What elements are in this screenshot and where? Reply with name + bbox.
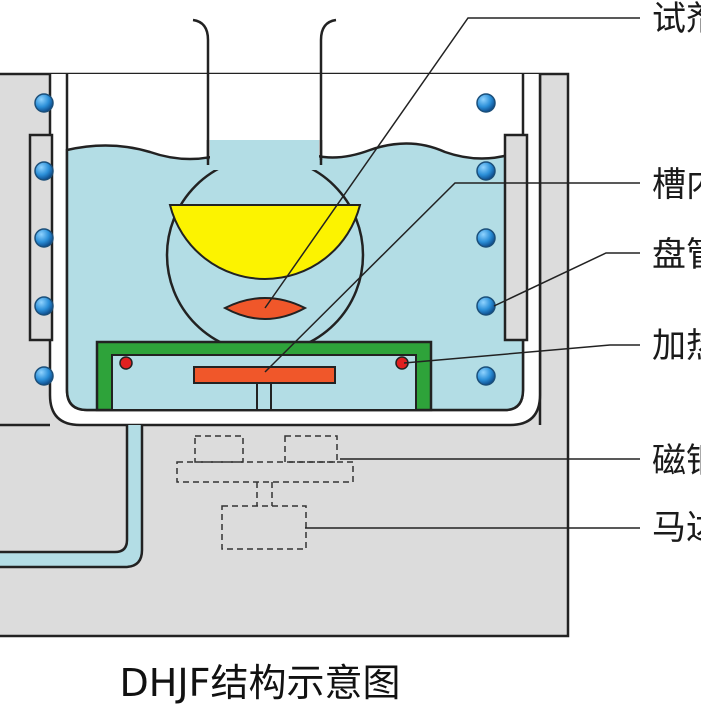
flask-liquid [168,204,362,280]
leader-lines [264,17,640,529]
label-tank: 槽内 [652,165,701,205]
label-motor: 马达 [652,508,701,548]
stir-shaft [256,383,272,410]
diagram-caption: DHJF结构示意图 [119,661,401,705]
coil-left [34,93,54,386]
coil-right [476,93,496,386]
sample-lens [222,297,308,320]
flask-neck-left [192,18,210,160]
heater-element [193,366,336,384]
label-magnet: 磁钢 [652,441,701,481]
label-sample: 试剂 [652,0,701,39]
label-coil: 盘管 [652,235,701,275]
magnet-assembly [176,435,354,506]
label-heater: 加热 [652,326,701,366]
flask-neck-right [319,18,337,160]
coil-frame-right [503,133,529,342]
sensor-left [119,356,133,370]
drain-pipe [0,425,144,569]
